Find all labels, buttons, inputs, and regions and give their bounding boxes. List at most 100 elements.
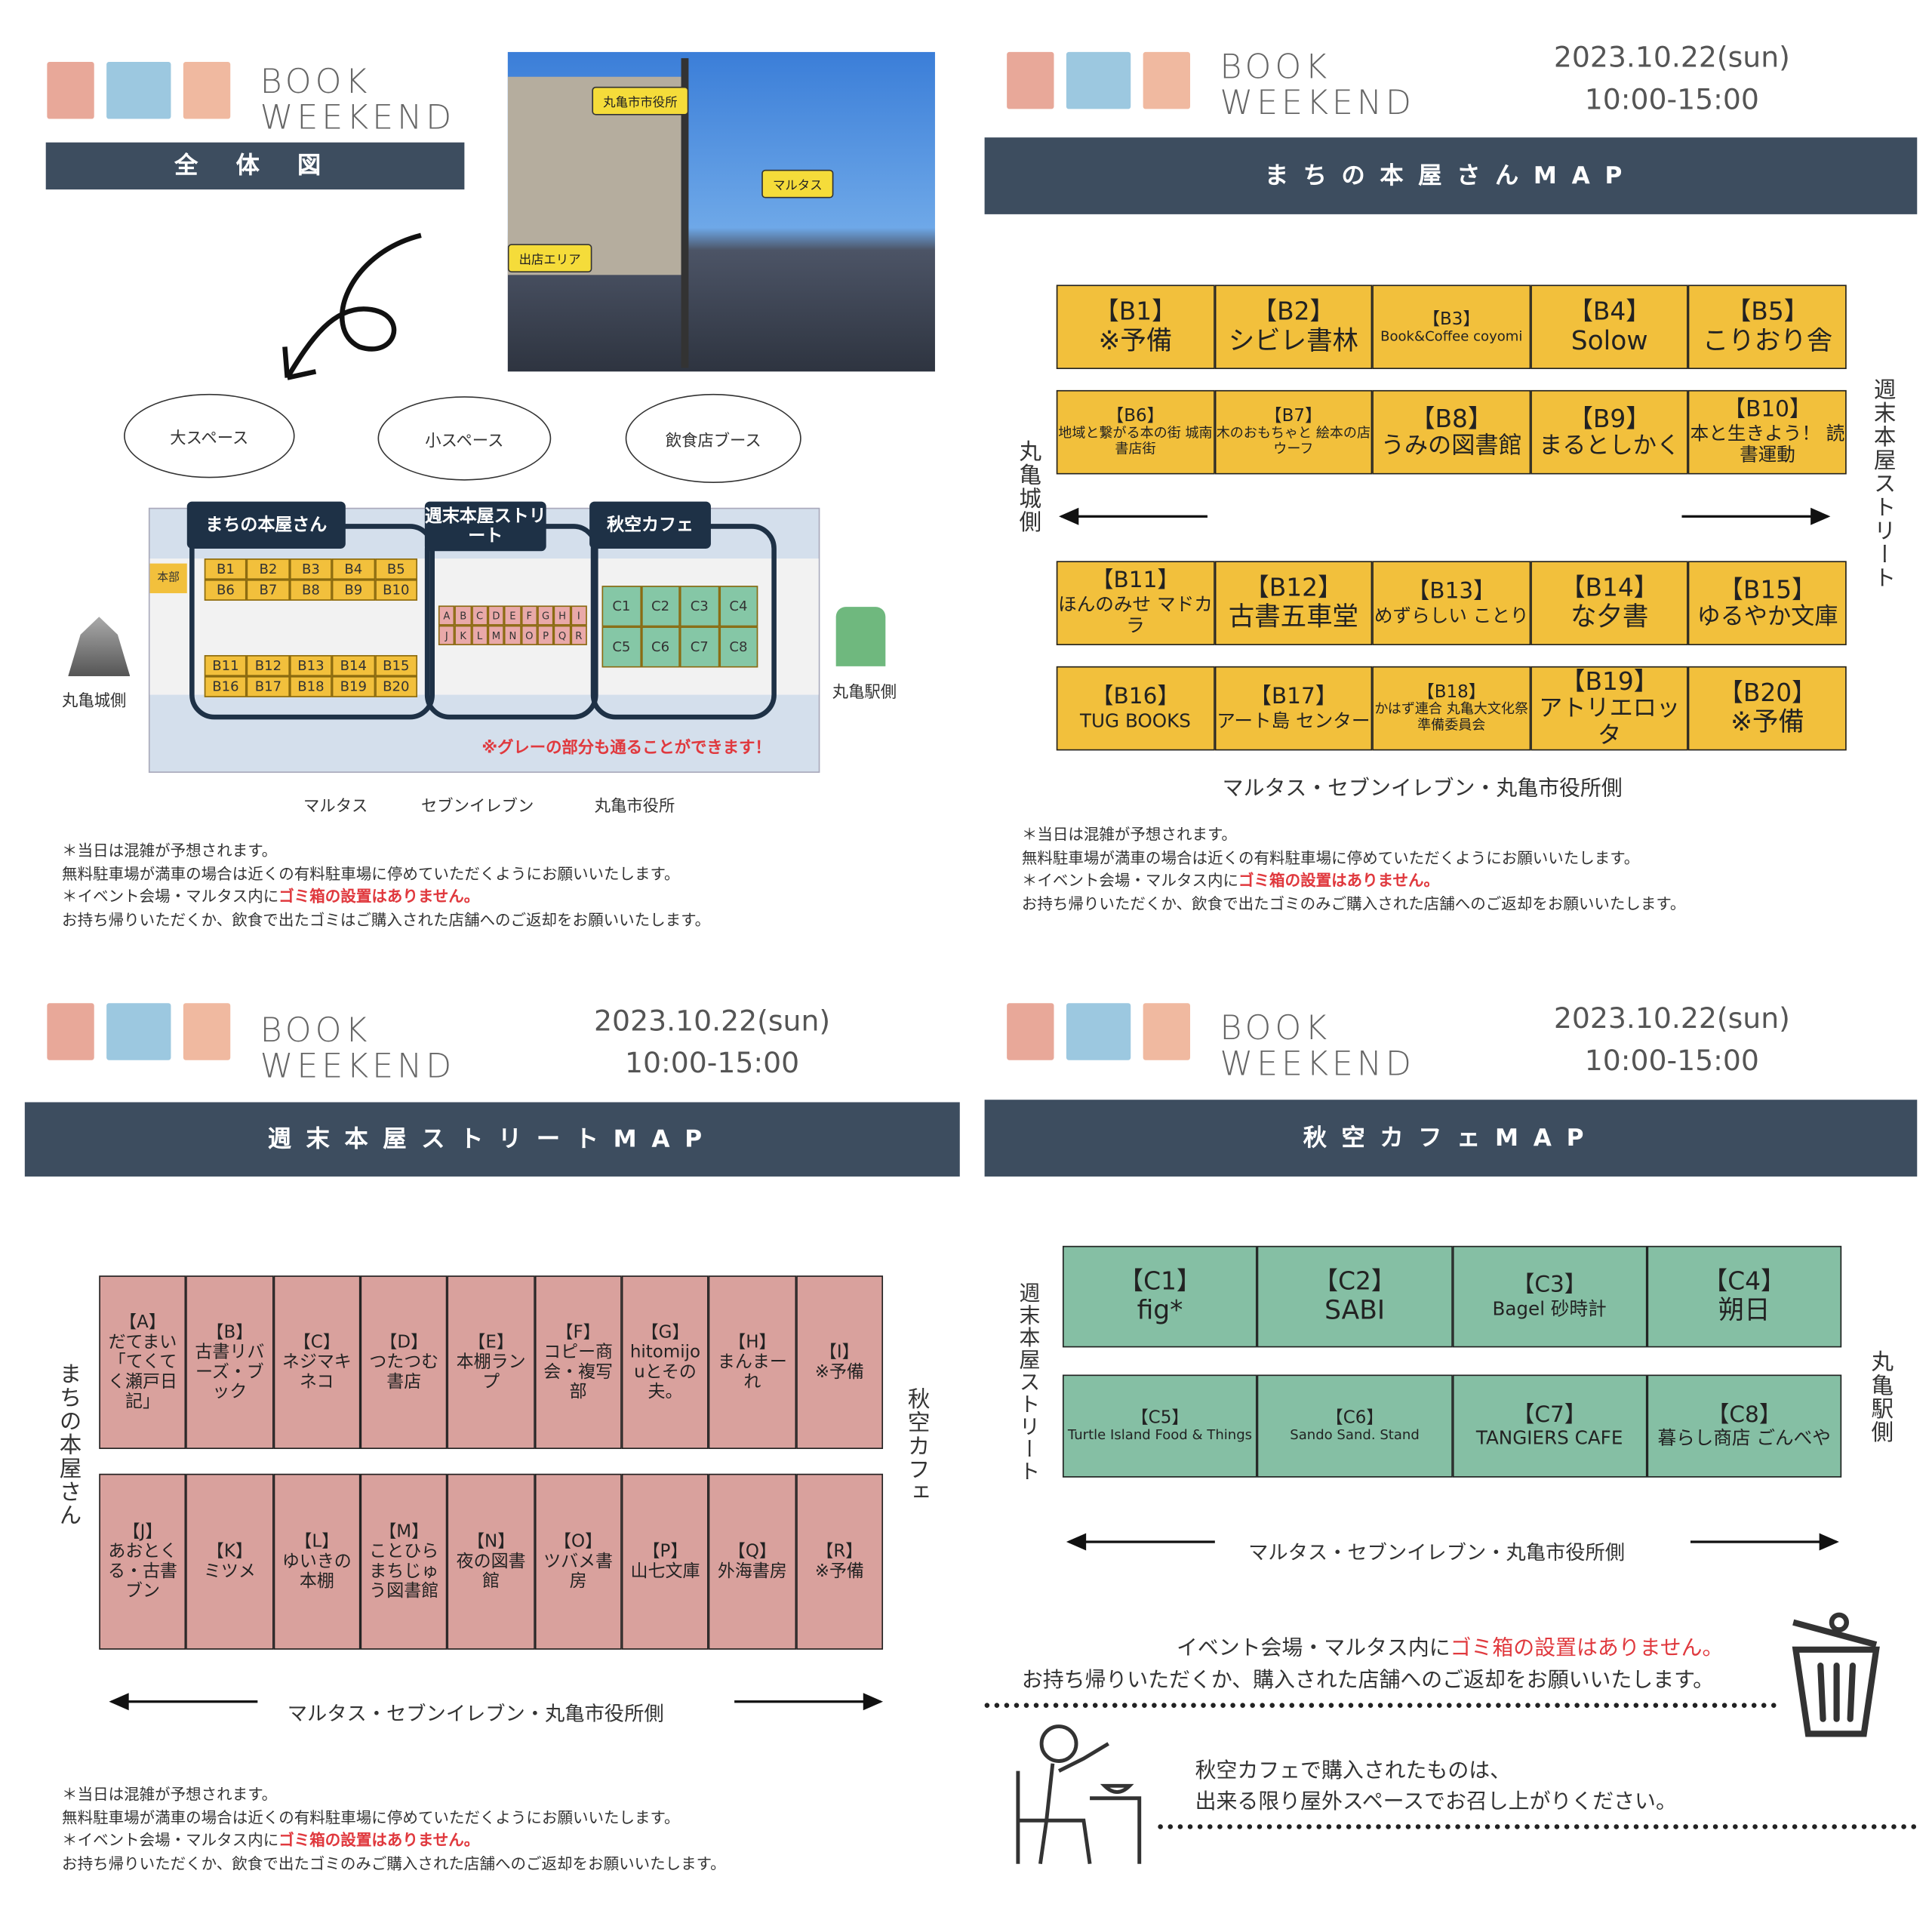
booth-name: アート島 センター — [1217, 709, 1371, 732]
booth-cell: 【G】hitomijouとその夫。 — [621, 1275, 709, 1449]
booth-name: うみの図書館 — [1380, 432, 1522, 460]
cloud-large-space: 大スペース — [124, 393, 295, 478]
photo-tag-booth-area: 出店エリア — [507, 244, 592, 273]
bottom-direction-label: マルタス・セブンイレブン・丸亀市役所側 — [287, 1701, 664, 1725]
booth-name: Turtle Island Food & Things — [1067, 1426, 1253, 1444]
booth-cell: 【B11】ほんのみせ マドカラ — [1056, 561, 1215, 645]
mini-cell: B8 — [289, 579, 333, 601]
booth-cell: 【B14】な夕書 — [1530, 561, 1689, 645]
curly-arrow-icon — [282, 232, 422, 380]
booth-id: 【P】 — [642, 1541, 688, 1562]
mini-cell: B3 — [289, 558, 333, 580]
mini-cell: B4 — [332, 558, 375, 580]
mini-cell: G — [537, 605, 555, 626]
booth-id: 【D】 — [380, 1332, 429, 1352]
trash-note-line2: お持ち帰りいただくか、購入された店舗へのご返却をお願いいたします。 — [1021, 1668, 1715, 1694]
mini-cell: B13 — [289, 655, 333, 676]
mini-cell: M — [488, 625, 505, 645]
booth-name: あおとくる・古書ブン — [108, 1541, 177, 1601]
booth-cell: 【B8】うみの図書館 — [1372, 389, 1531, 475]
left-castle-label: 丸亀城側 — [1015, 439, 1042, 534]
booth-grid-b11-b20: 【B11】ほんのみせ マドカラ【B12】古書五車堂【B13】めずらしい ことり【… — [1056, 561, 1847, 751]
cafe-title-bar: 秋空カフェMAP — [984, 1100, 1918, 1177]
arrow-left-icon — [1066, 1533, 1215, 1551]
arrow-right-icon — [1681, 507, 1831, 525]
booth-name: 木のおもちゃと 絵本の店 ウーフ — [1216, 425, 1371, 457]
booth-id: 【L】 — [294, 1531, 340, 1552]
booth-name: シビレ書林 — [1228, 326, 1358, 356]
booth-name: 暮らし商店 ごんべや — [1657, 1426, 1831, 1450]
notes: ＊当日は混雑が予想されます。無料駐車場が満車の場合は近くの有料駐車場に停めていた… — [62, 841, 711, 928]
booth-id: 【B15】 — [1718, 574, 1817, 605]
street-title-bar: 週末本屋ストリートMAP — [24, 1102, 960, 1177]
booth-id: 【C7】 — [1512, 1401, 1587, 1428]
booth-id: 【R】 — [816, 1541, 863, 1562]
book-logo-icons — [47, 62, 231, 119]
booth-name: ミツメ — [203, 1561, 256, 1582]
booth-cell: 【B10】本と生きよう！ 読書運動 — [1688, 389, 1847, 475]
mini-cell: B6 — [204, 579, 248, 601]
booth-id: 【B11】 — [1091, 568, 1180, 594]
book-logo-icons — [1007, 1003, 1191, 1060]
booth-cell: 【C8】暮らし商店 ごんべや — [1647, 1374, 1842, 1478]
venue-photo: 丸亀市市役所 マルタス 出店エリア — [507, 51, 935, 372]
booth-cell: 【B4】Solow — [1530, 285, 1689, 370]
booth-name: 夜の図書館 — [456, 1552, 526, 1592]
booth-name: めずらしい ことり — [1374, 604, 1529, 626]
booth-name: TANGIERS CAFE — [1475, 1426, 1623, 1450]
booth-cell: 【F】コピー商会・複写部 — [534, 1275, 622, 1449]
section-machi: まちの本屋さん — [186, 501, 346, 549]
booth-name: ネジマキネコ — [281, 1352, 352, 1392]
event-date: 2023.10.22(sun)10:00-15:00 — [1553, 1003, 1790, 1078]
section-cafe: 秋空カフェ — [589, 501, 711, 549]
right-street-label: 週末本屋ストリート — [1869, 377, 1897, 590]
booth-id: 【B4】 — [1568, 296, 1651, 327]
mini-cell: B18 — [289, 675, 333, 697]
booth-id: 【B5】 — [1726, 296, 1809, 327]
booth-cell: 【P】山七文庫 — [621, 1473, 709, 1650]
mini-cell: H — [554, 605, 571, 626]
booth-cell: 【B20】※予備 — [1688, 666, 1847, 751]
booth-name: fig* — [1137, 1296, 1183, 1326]
booth-cell: 【B16】TUG BOOKS — [1056, 666, 1215, 751]
booth-name: 古書五車堂 — [1228, 602, 1358, 632]
book-logo-icons — [1007, 51, 1191, 109]
arrow-left-icon — [1059, 507, 1208, 525]
booth-id: 【O】 — [554, 1531, 603, 1552]
mini-cell: B — [454, 605, 472, 626]
booth-cell: 【J】あおとくる・古書ブン — [99, 1473, 186, 1650]
booth-name: Solow — [1571, 326, 1648, 356]
booth-cell: 【C6】Sando Sand. Stand — [1257, 1374, 1453, 1478]
booth-cell: 【H】まんまーれ — [709, 1275, 796, 1449]
person-eating-icon — [1016, 1724, 1142, 1865]
booth-name: 外海書房 — [717, 1561, 787, 1582]
booth-name: かはず連合 丸亀大文化祭 準備委員会 — [1374, 701, 1529, 734]
mini-cell: B16 — [204, 675, 248, 697]
booth-id: 【C5】 — [1131, 1408, 1189, 1429]
booth-cell: 【C】ネジマキネコ — [273, 1275, 361, 1449]
booth-cell: 【B18】かはず連合 丸亀大文化祭 準備委員会 — [1372, 666, 1531, 751]
booth-name: こりおり舎 — [1702, 326, 1833, 356]
booth-grid-b1-b10: 【B1】※予備【B2】シビレ書林【B3】Book&Coffee coyomi【B… — [1056, 285, 1847, 475]
booth-id: 【B14】 — [1560, 572, 1659, 603]
booth-cell: 【C7】TANGIERS CAFE — [1452, 1374, 1647, 1478]
booth-name: 山七文庫 — [630, 1561, 700, 1582]
booth-id: 【Q】 — [728, 1541, 777, 1562]
booth-id: 【B8】 — [1410, 403, 1493, 433]
notes: ＊当日は混雑が予想されます。無料駐車場が満車の場合は近くの有料駐車場に停めていた… — [1021, 824, 1686, 912]
booth-id: 【B6】 — [1106, 406, 1164, 427]
booth-name: ゆいきの本棚 — [281, 1552, 352, 1592]
hq-label: 本部 — [149, 563, 187, 594]
mini-cell: O — [521, 625, 538, 645]
right-station-label: 丸亀駅側 — [1867, 1349, 1894, 1444]
mini-cell: C8 — [718, 626, 758, 668]
left-street-label: 週末本屋ストリート — [1014, 1281, 1039, 1483]
mini-cell: B14 — [332, 655, 375, 676]
booth-cell: 【C1】fig* — [1062, 1245, 1258, 1348]
